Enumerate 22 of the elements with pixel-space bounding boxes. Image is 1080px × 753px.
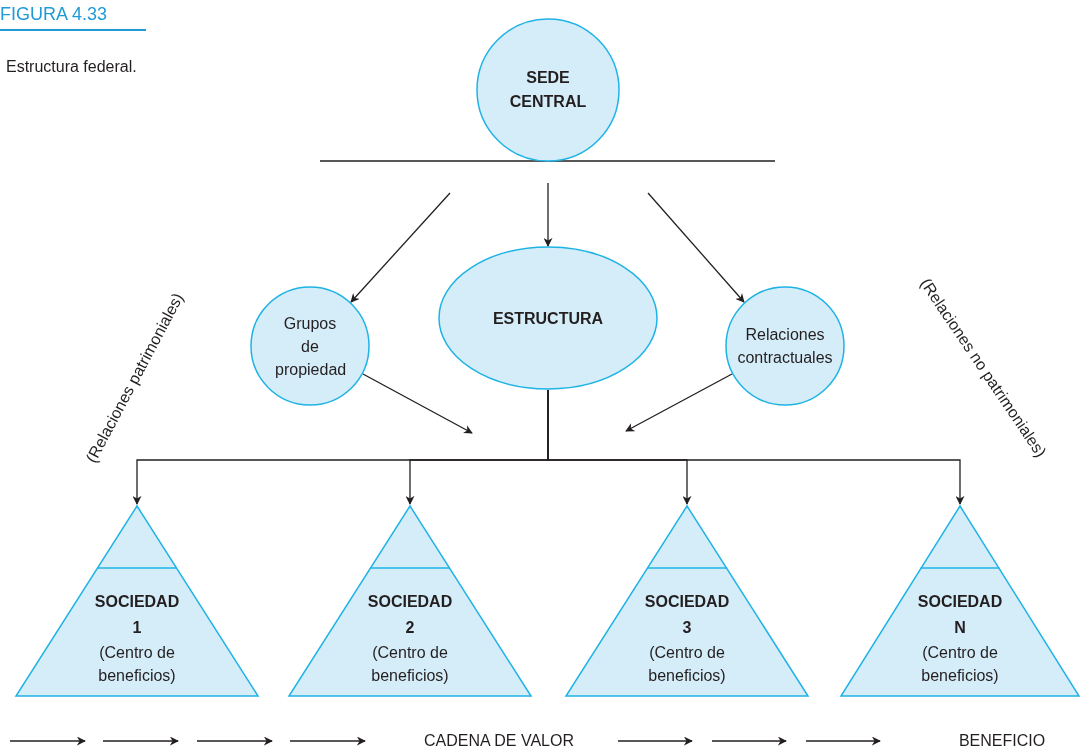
node-title: SOCIEDAD 2 [366,592,454,638]
node-label: Grupos de propiedad [275,313,345,380]
node-label: Relaciones contractuales [736,325,834,368]
chain-label: BENEFICIO [958,731,1046,751]
figure-title: FIGURA 4.33 [0,4,146,31]
node-subtitle: (Centro de beneficios) [97,643,177,686]
node-label: ESTRUCTURA [492,308,604,329]
node-title: SOCIEDAD 1 [93,592,181,638]
arrow [350,192,451,303]
arrow [547,389,965,505]
figure-caption: Estructura federal. [6,58,137,76]
node-title: SOCIEDAD 3 [643,592,731,638]
node-label: SEDE CENTRAL [508,68,588,112]
arrow [543,182,553,247]
arrow [625,373,733,432]
arrow [647,192,745,303]
arrow [362,373,473,434]
node-subtitle: (Centro de beneficios) [370,643,450,686]
node-title: SOCIEDAD N [916,592,1004,638]
node-subtitle: (Centro de beneficios) [647,643,727,686]
chain-label: CADENA DE VALOR [424,731,574,751]
node-subtitle: (Centro de beneficios) [920,643,1000,686]
